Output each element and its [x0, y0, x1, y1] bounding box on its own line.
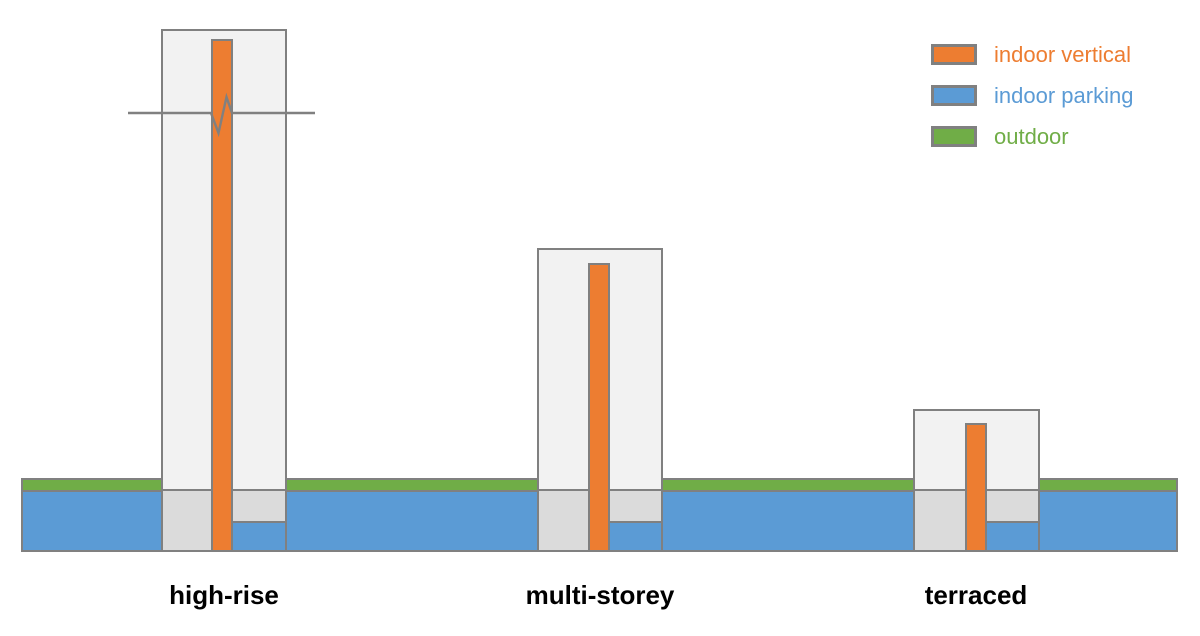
legend-label-indoor-vertical: indoor vertical [994, 42, 1131, 67]
highrise-indoor-vertical-core [211, 39, 233, 552]
legend-label-indoor-parking: indoor parking [994, 83, 1134, 108]
multistorey-indoor-vertical-core [588, 263, 610, 552]
label-terraced: terraced [924, 580, 1028, 610]
highrise-basement-parking [231, 521, 287, 552]
indoor-parking-swatch-icon [931, 85, 977, 106]
highrise-basement-right [231, 489, 287, 523]
legend-item-indoor-parking: indoor parking [931, 83, 1134, 108]
highrise-basement-left [161, 489, 213, 552]
legend-item-indoor-vertical: indoor vertical [931, 42, 1133, 67]
indoor-vertical-swatch-icon [931, 44, 977, 65]
label-multi-storey: multi-storey [525, 580, 675, 610]
terraced-basement-parking [985, 521, 1040, 552]
multistorey-basement-parking [608, 521, 663, 552]
outdoor-swatch-icon [931, 126, 977, 147]
multistorey-basement-right [608, 489, 663, 523]
multistorey-basement-left [537, 489, 590, 552]
terraced-indoor-vertical-core [965, 423, 987, 552]
terraced-basement-left [913, 489, 967, 552]
terraced-basement-right [985, 489, 1040, 523]
label-high-rise: high-rise [169, 580, 279, 610]
legend-label-outdoor: outdoor [994, 124, 1069, 149]
legend: indoor vertical indoor parking outdoor [931, 44, 1133, 167]
legend-item-outdoor: outdoor [931, 124, 1133, 149]
